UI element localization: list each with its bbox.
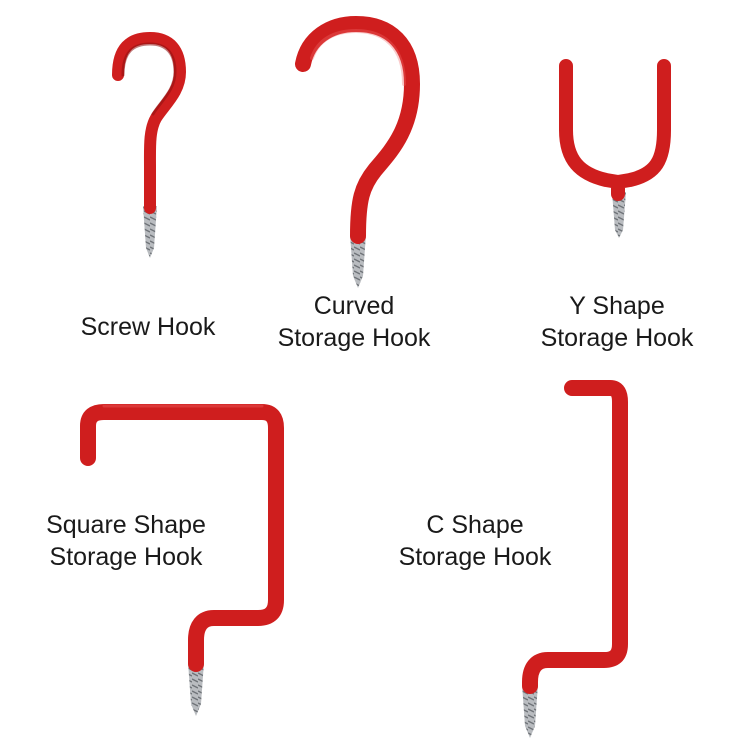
curved-storage-hook-body [295,16,420,244]
y-shape-storage-hook-body [559,59,671,201]
label-square-shape-line-2: Storage Hook [49,543,203,571]
label-c-shape-storage-hook: C Shape Storage Hook [399,509,552,573]
curved-storage-hook [295,16,420,288]
label-curved-storage-hook: Curved Storage Hook [278,290,431,354]
square-shape-storage-hook-body [80,404,284,672]
label-c-shape-line-2: Storage Hook [398,543,552,571]
label-screw-hook-line-1: Screw Hook [80,313,216,341]
c-shape-storage-hook [522,380,628,738]
c-shape-storage-hook-thread [522,684,538,738]
label-y-shape-line-2: Storage Hook [540,324,694,352]
square-shape-storage-hook [80,404,284,716]
label-square-shape-storage-hook: Square Shape Storage Hook [46,509,206,573]
label-curved-line-2: Storage Hook [277,324,431,352]
label-y-shape-storage-hook: Y Shape Storage Hook [541,290,694,354]
curved-storage-hook-thread [350,234,366,288]
curved-storage-hook-highlight [310,29,406,86]
c-shape-storage-hook-body [522,380,628,694]
label-c-shape-line-1: C Shape [426,511,524,539]
label-y-shape-line-1: Y Shape [569,292,665,320]
screw-hook-thread [143,206,157,258]
y-shape-storage-hook [559,59,671,238]
square-shape-storage-hook-thread [188,662,204,716]
label-screw-hook: Screw Hook [81,311,216,343]
label-curved-line-1: Curved [313,292,395,320]
screw-hook-body [112,32,186,214]
y-shape-storage-hook-thread [612,192,626,238]
screw-hook [112,32,186,258]
screw-hook-shade [121,42,177,116]
label-square-shape-line-1: Square Shape [46,511,206,539]
